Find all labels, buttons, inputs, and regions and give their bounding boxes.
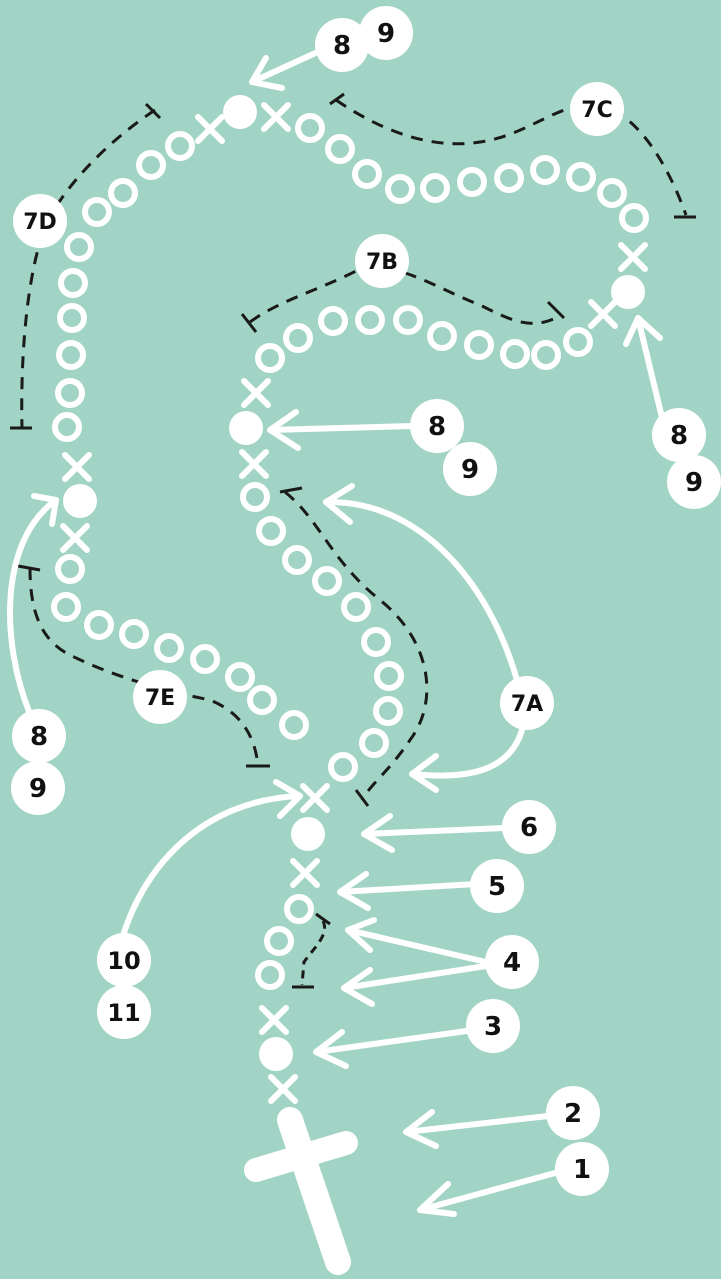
label-1: 1 — [555, 1142, 609, 1196]
label-9-right: 9 — [667, 455, 721, 509]
label-3: 3 — [466, 999, 520, 1053]
label-8-right: 8 — [652, 408, 706, 462]
svg-text:6: 6 — [520, 813, 538, 843]
svg-text:7B: 7B — [366, 250, 398, 275]
svg-text:8: 8 — [670, 421, 688, 451]
label-7c: 7C — [570, 82, 624, 136]
svg-text:9: 9 — [377, 19, 395, 49]
large-bead-icon — [611, 275, 645, 309]
label-9-left: 9 — [11, 761, 65, 815]
svg-text:7C: 7C — [581, 98, 612, 123]
large-bead-icon — [223, 95, 257, 129]
label-7d: 7D — [13, 194, 67, 248]
svg-text:9: 9 — [29, 774, 47, 804]
label-8-left: 8 — [12, 709, 66, 763]
svg-text:4: 4 — [503, 948, 521, 978]
label-5: 5 — [470, 859, 524, 913]
label-11: 11 — [97, 985, 151, 1039]
label-8-mid: 8 — [410, 399, 464, 453]
svg-text:8: 8 — [30, 722, 48, 752]
large-bead-icon — [229, 411, 263, 445]
label-10: 10 — [97, 933, 151, 987]
label-9-top: 9 — [359, 6, 413, 60]
large-bead-icon — [291, 817, 325, 851]
large-bead-icon — [259, 1037, 293, 1071]
label-4: 4 — [485, 935, 539, 989]
svg-text:9: 9 — [461, 455, 479, 485]
label-6: 6 — [502, 800, 556, 854]
svg-text:7A: 7A — [511, 692, 543, 717]
svg-text:10: 10 — [107, 947, 140, 975]
svg-text:3: 3 — [484, 1012, 502, 1042]
svg-text:7E: 7E — [145, 686, 175, 711]
label-7a: 7A — [500, 676, 554, 730]
svg-text:5: 5 — [488, 872, 506, 902]
svg-text:7D: 7D — [23, 210, 57, 235]
svg-text:9: 9 — [685, 468, 703, 498]
svg-text:8: 8 — [428, 412, 446, 442]
label-7e: 7E — [133, 670, 187, 724]
label-2: 2 — [546, 1086, 600, 1140]
large-bead-icon — [63, 484, 97, 518]
svg-text:2: 2 — [564, 1099, 582, 1129]
svg-text:8: 8 — [333, 31, 351, 61]
label-9-mid: 9 — [443, 442, 497, 496]
label-7b: 7B — [355, 234, 409, 288]
svg-text:1: 1 — [573, 1155, 591, 1185]
svg-text:11: 11 — [107, 999, 140, 1027]
